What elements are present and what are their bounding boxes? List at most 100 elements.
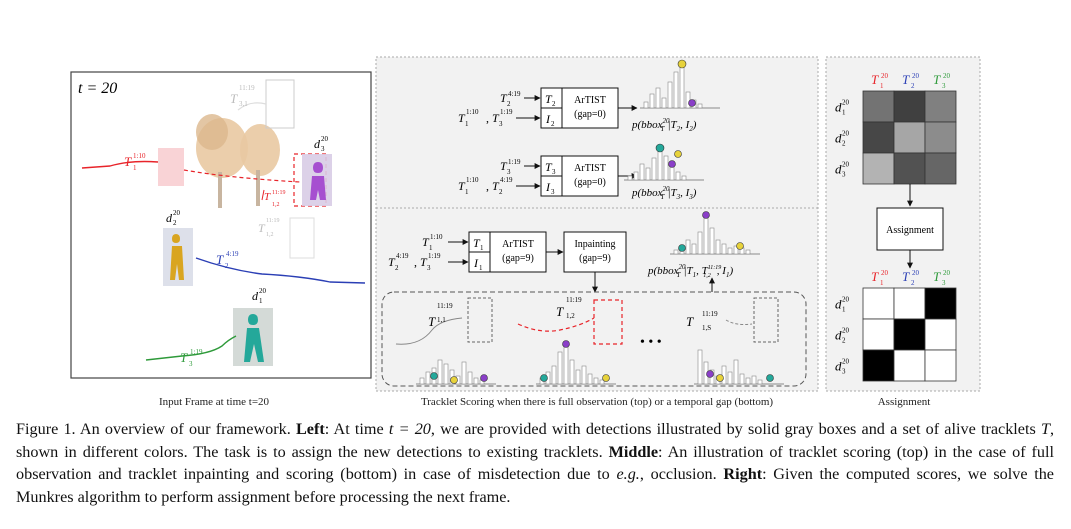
caption-middle-bold: Middle bbox=[608, 442, 659, 461]
matrix-cell bbox=[893, 287, 926, 320]
right-panel-caption: Assignment bbox=[878, 396, 931, 408]
inpainting-box bbox=[563, 231, 627, 273]
svg-text:T: T bbox=[545, 160, 553, 174]
svg-text:3: 3 bbox=[942, 279, 946, 287]
tracklet-2-label: T bbox=[216, 252, 224, 267]
artist-box-3 bbox=[489, 231, 547, 273]
svg-text:1: 1 bbox=[842, 306, 846, 314]
svg-text:2: 2 bbox=[552, 100, 556, 108]
tracklet-3-line bbox=[145, 335, 237, 361]
histogram-2 bbox=[624, 143, 704, 181]
svg-text:3: 3 bbox=[842, 171, 846, 179]
tracklet-2-line bbox=[195, 257, 366, 284]
svg-text:ArTIST: ArTIST bbox=[574, 95, 606, 106]
matrix-cell bbox=[862, 90, 895, 123]
row-header: d bbox=[835, 131, 842, 146]
artist-box-1 bbox=[561, 87, 619, 129]
matrix-cell bbox=[924, 121, 957, 154]
person-teal-icon bbox=[244, 314, 264, 362]
svg-text:20: 20 bbox=[881, 72, 889, 80]
svg-text:T: T bbox=[458, 179, 466, 193]
caption-left-bold: Left bbox=[295, 420, 325, 438]
scoring-row-2: T 3 1:19 T 1 1:10 , T 2 4:19 T 3 I 3 ArT… bbox=[458, 143, 704, 201]
svg-text:I: I bbox=[473, 256, 479, 270]
svg-text:1: 1 bbox=[880, 82, 884, 90]
matrix-cell bbox=[924, 287, 957, 320]
svg-text:T: T bbox=[500, 91, 508, 105]
svg-text:T: T bbox=[545, 92, 553, 106]
person-yellow-icon bbox=[170, 234, 184, 280]
svg-text:3,1: 3,1 bbox=[239, 100, 248, 108]
svg-text:T: T bbox=[473, 236, 481, 250]
svg-text:2: 2 bbox=[842, 337, 846, 345]
svg-text:20: 20 bbox=[321, 135, 329, 143]
row-header: d bbox=[835, 297, 842, 312]
matrix-cell bbox=[862, 287, 895, 320]
svg-text:20: 20 bbox=[842, 296, 850, 304]
artist-box-2 bbox=[561, 155, 619, 197]
svg-text:(gap=0): (gap=0) bbox=[574, 109, 606, 120]
row-header: d bbox=[835, 359, 842, 374]
histogram-1 bbox=[640, 59, 720, 109]
svg-text:20: 20 bbox=[881, 269, 889, 277]
svg-text:3: 3 bbox=[507, 168, 511, 176]
col-header: T bbox=[902, 72, 910, 87]
matrix-cell bbox=[924, 152, 957, 185]
score-matrix bbox=[862, 90, 957, 185]
svg-text:3: 3 bbox=[189, 360, 193, 368]
svg-text:11:19: 11:19 bbox=[437, 302, 453, 310]
svg-text:ArTIST: ArTIST bbox=[502, 239, 534, 250]
svg-text:20: 20 bbox=[842, 327, 850, 335]
svg-text:1,S: 1,S bbox=[702, 324, 711, 332]
svg-text:1:19: 1:19 bbox=[508, 158, 521, 166]
svg-text:1:19: 1:19 bbox=[428, 252, 441, 260]
svg-text:2: 2 bbox=[173, 219, 177, 227]
tracklet-3-label: T bbox=[180, 350, 188, 365]
svg-text:T: T bbox=[428, 314, 436, 329]
middle-panel-caption: Tracklet Scoring when there is full obse… bbox=[421, 396, 773, 408]
row-header: d bbox=[835, 100, 842, 115]
time-label: t = 20 bbox=[78, 80, 117, 97]
svg-text:20: 20 bbox=[842, 161, 850, 169]
histogram-3 bbox=[670, 211, 760, 255]
svg-text:1:19: 1:19 bbox=[500, 108, 513, 116]
tracklet-1-line bbox=[81, 160, 159, 169]
svg-text:1:19: 1:19 bbox=[190, 348, 203, 356]
svg-text:3: 3 bbox=[499, 120, 503, 128]
svg-text:3: 3 bbox=[942, 82, 946, 90]
svg-text:T: T bbox=[388, 255, 396, 269]
svg-text:3: 3 bbox=[551, 188, 555, 196]
col-header: T bbox=[933, 269, 941, 284]
person-purple-icon bbox=[310, 162, 326, 200]
svg-text:11:19: 11:19 bbox=[266, 218, 279, 224]
svg-text:,: , bbox=[414, 255, 417, 269]
tree-illustration bbox=[196, 114, 280, 208]
svg-text:1: 1 bbox=[259, 297, 263, 305]
sample-1: T 11:19 1,1 bbox=[395, 297, 496, 385]
svg-text:T: T bbox=[422, 235, 430, 249]
matrix-cell bbox=[862, 121, 895, 154]
svg-text:1: 1 bbox=[479, 264, 483, 272]
detection-d1-label: d bbox=[252, 289, 259, 303]
matrix-cell bbox=[862, 318, 895, 351]
col-header: T bbox=[902, 269, 910, 284]
assignment-box bbox=[876, 207, 944, 251]
svg-text:4:19: 4:19 bbox=[226, 250, 239, 258]
svg-text:2: 2 bbox=[225, 262, 229, 270]
matrix-cell bbox=[893, 349, 926, 382]
svg-text:1:10: 1:10 bbox=[466, 176, 479, 184]
svg-text:3: 3 bbox=[321, 145, 325, 153]
svg-text:1: 1 bbox=[842, 109, 846, 117]
svg-text:20: 20 bbox=[943, 269, 951, 277]
matrix-cell bbox=[893, 121, 926, 154]
scoring-row-1: T 2 4:19 T 1 1:10 , T 3 1:19 T 2 I 2 ArT… bbox=[458, 59, 720, 133]
svg-text:2: 2 bbox=[911, 279, 915, 287]
svg-text:2: 2 bbox=[499, 188, 503, 196]
figure-graphic: t = 20 T 11:19 3,1 T 1 1:10 T 11:19 1,2 … bbox=[70, 56, 981, 408]
col-header: T bbox=[871, 269, 879, 284]
matrix-cell bbox=[893, 90, 926, 123]
svg-text:3: 3 bbox=[427, 264, 431, 272]
